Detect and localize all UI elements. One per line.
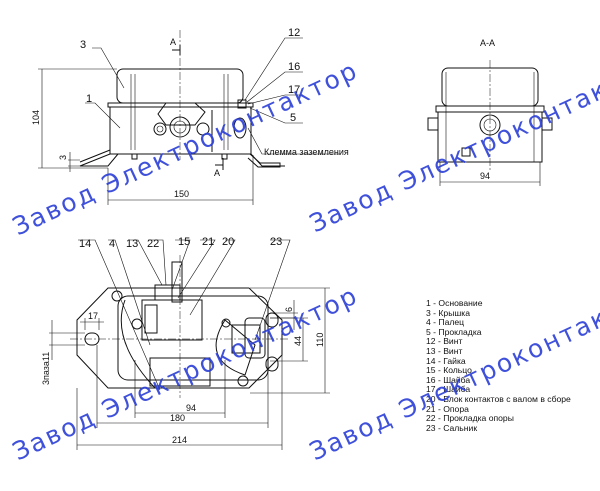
legend-item: 13 - Винт bbox=[426, 345, 463, 356]
legend-item: 4 - Палец bbox=[426, 317, 465, 328]
legend-item: 3 - Крышка bbox=[426, 307, 471, 318]
legend-item: 14 - Гайка bbox=[426, 355, 466, 366]
dim-17: 17 bbox=[88, 311, 98, 321]
dim-94-section: 94 bbox=[480, 171, 490, 181]
callout-1: 1 bbox=[86, 93, 92, 105]
dim-3: 3 bbox=[58, 155, 68, 160]
legend-item: 16 - Шайба bbox=[426, 374, 471, 385]
dim-150: 150 bbox=[174, 189, 189, 199]
dim-6: 6 bbox=[284, 307, 294, 312]
callout-17: 17 bbox=[288, 84, 300, 96]
dim-94: 94 bbox=[186, 403, 196, 413]
dim-44: 44 bbox=[293, 336, 303, 346]
section-mark-bottom: A bbox=[214, 168, 220, 178]
legend-item: 5 - Прокладка bbox=[426, 326, 482, 337]
callout-20: 20 bbox=[222, 236, 234, 248]
callout-12: 12 bbox=[288, 27, 300, 39]
callout-13: 13 bbox=[126, 238, 138, 250]
legend-item: 1 - Основание bbox=[426, 298, 483, 308]
parts-legend: 1 - Основание 3 - Крышка 4 - Палец 5 - П… bbox=[426, 298, 571, 433]
callout-3: 3 bbox=[80, 39, 86, 51]
dim-104: 104 bbox=[31, 110, 41, 125]
legend-item: 20 - Блок контактов с валом в сборе bbox=[426, 393, 571, 404]
dim-slots: 3паза11 bbox=[41, 352, 51, 385]
callout-22: 22 bbox=[147, 238, 159, 250]
dim-214: 214 bbox=[172, 435, 187, 445]
plan-view bbox=[49, 239, 330, 450]
callout-23: 23 bbox=[270, 236, 282, 248]
front-view bbox=[38, 30, 340, 205]
section-title: А-А bbox=[480, 38, 495, 48]
legend-item: 21 - Опора bbox=[426, 403, 469, 414]
callout-16: 16 bbox=[288, 61, 300, 73]
callout-4: 4 bbox=[109, 238, 115, 250]
dim-180: 180 bbox=[170, 413, 185, 423]
legend-item: 22 - Прокладка опоры bbox=[426, 413, 514, 424]
callout-21: 21 bbox=[202, 236, 214, 248]
legend-item: 17 - Шайба bbox=[426, 384, 471, 395]
callout-14: 14 bbox=[79, 238, 91, 250]
section-mark-top: A bbox=[170, 37, 176, 47]
legend-item: 15 - Кольцо bbox=[426, 365, 472, 376]
dim-110: 110 bbox=[315, 333, 325, 347]
callout-5: 5 bbox=[290, 112, 296, 124]
legend-item: 12 - Винт bbox=[426, 336, 463, 347]
section-view bbox=[427, 60, 553, 186]
legend-item: 23 - Сальник bbox=[426, 422, 478, 433]
callout-15: 15 bbox=[178, 236, 190, 248]
ground-terminal-label: Клемма заземления bbox=[264, 147, 349, 157]
